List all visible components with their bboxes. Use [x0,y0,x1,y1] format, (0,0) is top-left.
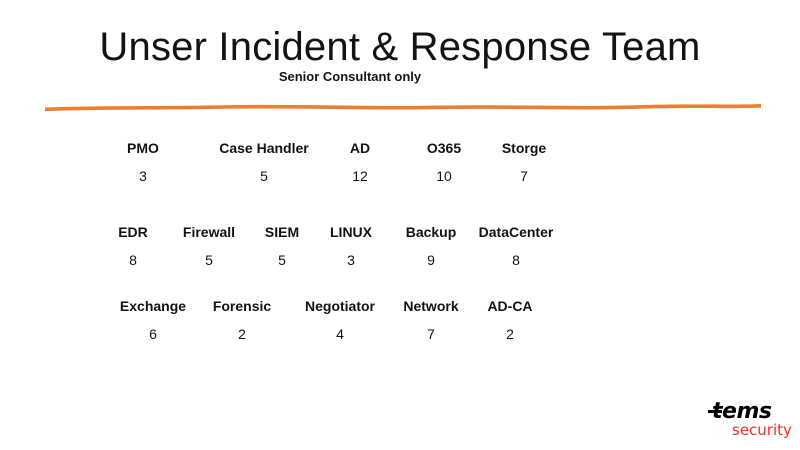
role-label: Case Handler [219,140,309,156]
role-count: 5 [205,252,213,268]
role-count: 5 [278,252,286,268]
role-label: PMO [127,140,159,156]
role-label: Exchange [119,298,187,314]
role-cell: EDR 8 [83,222,183,270]
role-cell: Backup 9 [381,222,481,270]
page-title: Unser Incident & Response Team [99,25,701,69]
role-cell: AD-CA 2 [450,296,570,344]
role-row-2: EDR 8 Firewall 5 SIEM 5 LINUX 3 Backup 9… [0,222,800,274]
role-label: Backup [405,224,457,240]
role-label: Negotiator [305,298,375,314]
role-cell: SIEM 5 [232,222,332,270]
role-label: EDR [118,224,148,240]
role-label: O365 [426,140,462,156]
role-label: LINUX [330,224,372,240]
role-cell: Exchange 6 [93,296,213,344]
page-subtitle: Senior Consultant only [278,69,422,84]
role-cell: DataCenter 8 [446,222,586,270]
role-label: Firewall [182,224,236,240]
role-count: 7 [520,168,528,184]
role-cell: Network 7 [371,296,491,344]
role-label: Network [403,298,459,314]
role-label: DataCenter [478,224,554,240]
role-count: 6 [149,326,157,342]
role-row-3: Exchange 6 Forensic 2 Negotiator 4 Netwo… [0,296,800,348]
tems-security-logo: tems security [706,400,792,444]
role-count: 3 [139,168,147,184]
role-cell: LINUX 3 [301,222,401,270]
role-count: 7 [427,326,435,342]
role-cell: Firewall 5 [159,222,259,270]
logo-stroke-accent [708,410,722,413]
role-label: Forensic [212,298,272,314]
role-count: 2 [506,326,514,342]
role-label: SIEM [264,224,300,240]
role-count: 9 [427,252,435,268]
role-cell: Case Handler 5 [194,138,334,186]
logo-wordmark: tems [712,399,772,424]
role-count: 5 [260,168,268,184]
role-cell: Forensic 2 [182,296,302,344]
role-count: 8 [129,252,137,268]
role-label: AD [349,140,371,156]
role-label: Storge [501,140,547,156]
logo-tagline: security [732,421,792,439]
role-count: 12 [352,168,368,184]
role-label: AD-CA [487,298,533,314]
role-count: 3 [347,252,355,268]
role-count: 10 [436,168,452,184]
role-count: 8 [512,252,520,268]
orange-divider-line [44,97,762,113]
role-cell: Storge 7 [474,138,574,186]
role-count: 4 [336,326,344,342]
role-row-1: PMO 3 Case Handler 5 AD 12 O365 10 Storg… [0,138,800,190]
role-count: 2 [238,326,246,342]
role-cell: Negotiator 4 [270,296,410,344]
role-cell: O365 10 [404,138,484,186]
role-cell: AD 12 [320,138,400,186]
role-cell: PMO 3 [93,138,193,186]
